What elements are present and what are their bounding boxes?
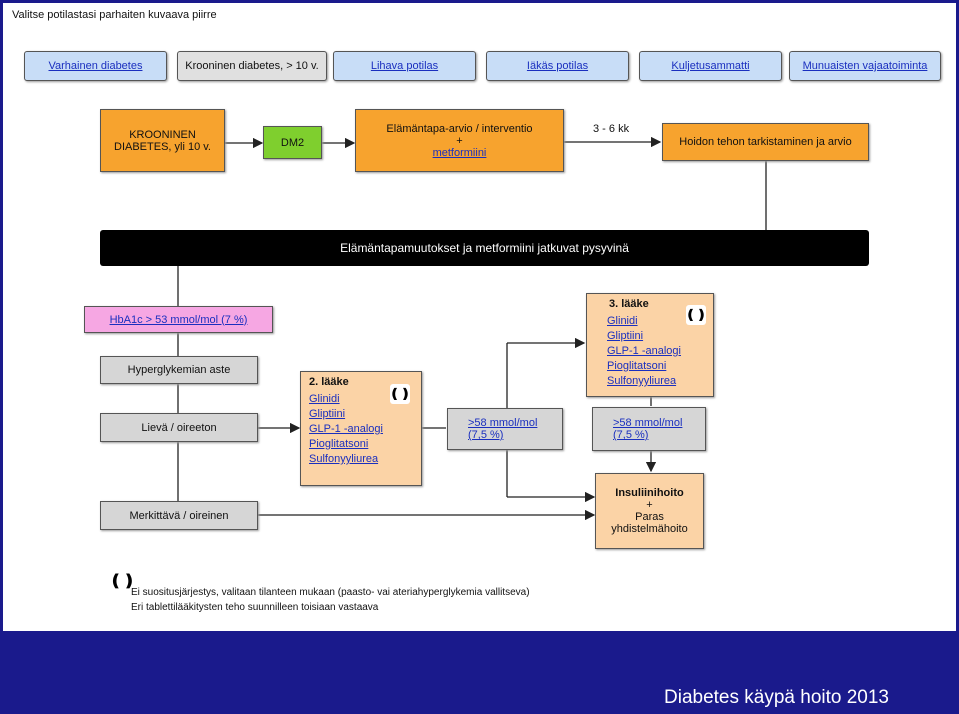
lifestyle-label: Elämäntapa-arvio / interventio (386, 122, 533, 135)
insulin-box: Insuliinihoito + Paras yhdistelmähoito (595, 473, 704, 549)
threshold1-box: >58 mmol/mol (7,5 %) (447, 408, 563, 450)
continue-label: Elämäntapamuutokset ja metformiini jatku… (340, 241, 629, 255)
hba1c-box[interactable]: HbA1c > 53 mmol/mol (7 %) (84, 306, 273, 333)
threshold1-link[interactable]: >58 mmol/mol (468, 417, 538, 429)
hyperglycemia-label: Hyperglykemian aste (127, 364, 231, 376)
chronic-diabetes-label: KROONINEN DIABETES, yli 10 v. (114, 128, 211, 153)
legend-line2: Eri tablettilääkitysten teho suunnilleen… (131, 602, 379, 613)
dm2-box: DM2 (263, 126, 322, 159)
drug2-item[interactable]: Gliptiini (309, 408, 346, 420)
review-label: Hoidon tehon tarkistaminen ja arvio (679, 136, 852, 148)
diagram-panel: Valitse potilastasi parhaiten kuvaava pi… (3, 3, 956, 631)
hyperglycemia-box: Hyperglykemian aste (100, 356, 258, 384)
threshold1-link-pct[interactable]: (7,5 %) (468, 429, 504, 441)
lifestyle-plus: + (456, 134, 463, 147)
interval-label: 3 - 6 kk (593, 123, 630, 135)
drug2-item[interactable]: Sulfonyyliurea (309, 453, 379, 465)
cycle-arrows-icon: ❪❫ (389, 384, 411, 404)
legend-line1: Ei suositusjärjestys, valitaan tilanteen… (131, 587, 530, 598)
mild-box: Lievä / oireeton (100, 413, 258, 442)
tab-elderly-patient[interactable]: Iäkäs potilas (486, 51, 629, 81)
drug3-title: 3. lääke (609, 298, 649, 310)
cycle-arrows-icon: ❪❫ (685, 305, 707, 325)
insulin-title: Insuliinihoito (615, 487, 684, 499)
insulin-line2: Paras (635, 511, 664, 523)
drug3-item[interactable]: Gliptiini (607, 330, 644, 342)
mild-label: Lievä / oireeton (141, 421, 217, 434)
metformin-link[interactable]: metformiini (432, 146, 487, 159)
tab-transport-profession[interactable]: Kuljetusammatti (639, 51, 782, 81)
insulin-plus: + (646, 499, 653, 511)
drug2-item[interactable]: Pioglitatsoni (309, 438, 369, 450)
drug3-item[interactable]: Sulfonyyliurea (607, 375, 677, 387)
review-box: Hoidon tehon tarkistaminen ja arvio (662, 123, 869, 161)
drug2-title: 2. lääke (309, 376, 349, 388)
threshold2-box: >58 mmol/mol (7,5 %) (592, 407, 706, 451)
dm2-label: DM2 (280, 136, 305, 149)
drug2-item[interactable]: Glinidi (309, 393, 340, 405)
significant-box: Merkittävä / oireinen (100, 501, 258, 530)
drug2-item[interactable]: GLP-1 -analogi (309, 423, 383, 435)
tab-chronic-diabetes[interactable]: Krooninen diabetes, > 10 v. (177, 51, 327, 81)
tab-early-diabetes[interactable]: Varhainen diabetes (24, 51, 167, 81)
significant-label: Merkittävä / oireinen (129, 509, 229, 522)
drug3-item[interactable]: GLP-1 -analogi (607, 345, 681, 357)
tab-renal-insufficiency[interactable]: Munuaisten vajaatoiminta (789, 51, 941, 81)
continue-bar: Elämäntapamuutokset ja metformiini jatku… (100, 230, 869, 266)
drug3-item[interactable]: Pioglitatsoni (607, 360, 667, 372)
insulin-line3: yhdistelmähoito (611, 523, 688, 535)
tab-obese-patient[interactable]: Lihava potilas (333, 51, 476, 81)
lifestyle-box: Elämäntapa-arvio / interventio + metform… (355, 109, 564, 172)
threshold2-link-pct[interactable]: (7,5 %) (613, 429, 649, 441)
page-title: Valitse potilastasi parhaiten kuvaava pi… (12, 9, 217, 21)
chronic-diabetes-box: KROONINEN DIABETES, yli 10 v. (100, 109, 225, 172)
footer-caption: Diabetes käypä hoito 2013 (664, 687, 889, 708)
hba1c-link[interactable]: HbA1c > 53 mmol/mol (7 %) (109, 313, 248, 326)
drug3-item[interactable]: Glinidi (607, 315, 638, 327)
cycle-arrows-icon: ❪❫ (109, 573, 136, 590)
threshold2-link[interactable]: >58 mmol/mol (613, 417, 683, 429)
